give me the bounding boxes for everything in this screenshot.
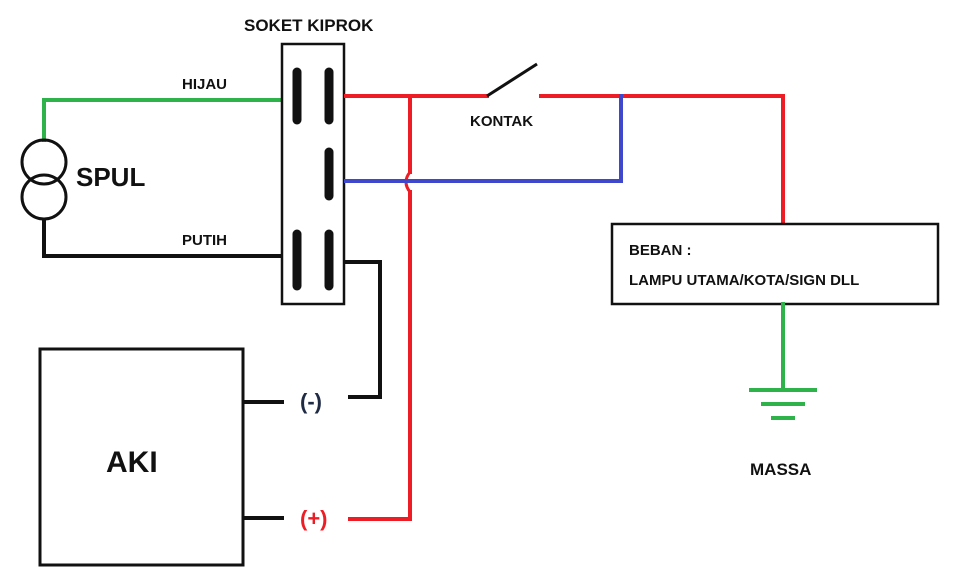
socket-pins bbox=[292, 67, 334, 291]
kontak-label: KONTAK bbox=[470, 113, 534, 130]
wire-red-battery bbox=[344, 94, 412, 174]
beban-description: LAMPU UTAMA/KOTA/SIGN DLL bbox=[629, 272, 860, 289]
massa-label: MASSA bbox=[750, 460, 812, 479]
aki-box bbox=[38, 347, 245, 567]
ground-icon bbox=[749, 388, 817, 420]
wire-red-battery-lower bbox=[348, 190, 412, 521]
soket-kiprok-label: SOKET KIPROK bbox=[244, 16, 374, 35]
wire-red-kontak-right bbox=[539, 94, 785, 226]
wire-black-battery bbox=[344, 260, 382, 399]
wire-putih bbox=[42, 220, 284, 258]
beban-box bbox=[610, 222, 940, 306]
wire-hijau bbox=[42, 98, 284, 142]
minus-terminal-label: (-) bbox=[300, 389, 322, 414]
hijau-label: HIJAU bbox=[182, 76, 228, 93]
plus-terminal-label: (+) bbox=[300, 506, 328, 531]
beban-title: BEBAN : bbox=[629, 242, 692, 259]
spul-coil-icon bbox=[20, 138, 68, 221]
wire-blue bbox=[344, 94, 623, 183]
socket-box bbox=[280, 42, 346, 306]
aki-label: AKI bbox=[106, 446, 158, 479]
kontak-switch-icon bbox=[486, 62, 538, 98]
putih-label: PUTIH bbox=[182, 232, 227, 249]
spul-label: SPUL bbox=[76, 162, 146, 192]
